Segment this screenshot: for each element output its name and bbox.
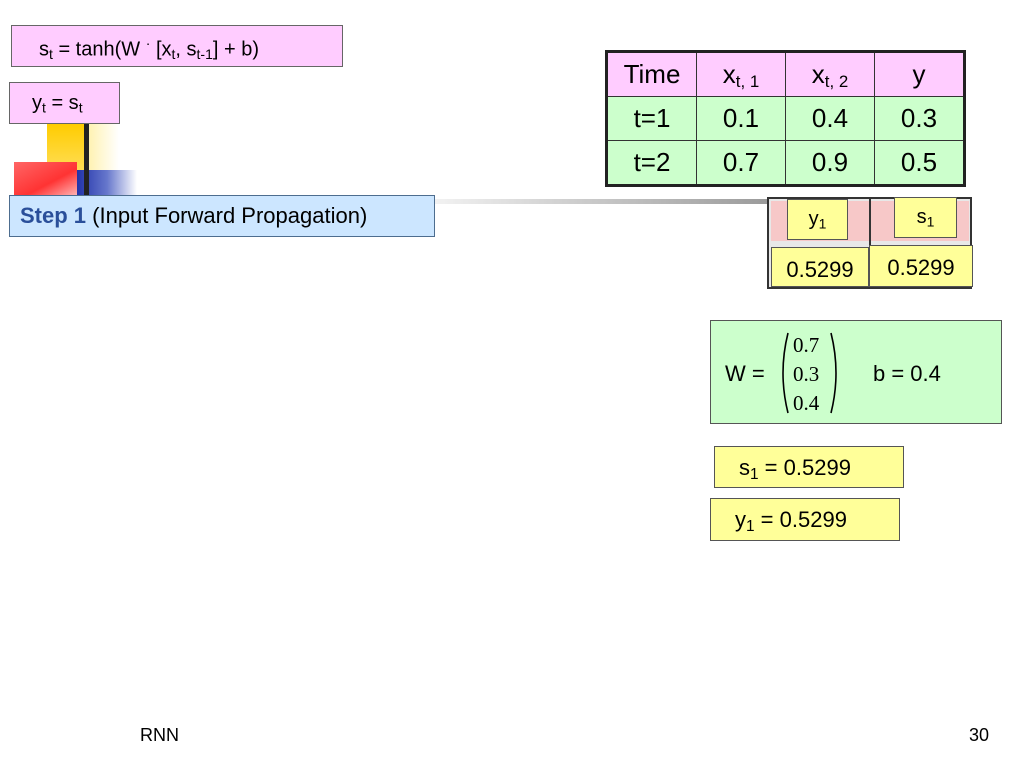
header-x2-text: x [811,59,825,89]
s1-result: s1 = 0.5299 [714,446,904,488]
state-eq-comma: , s [175,38,197,61]
state-sprev-sub: t-1 [196,46,213,63]
header-x1-text: x [722,59,736,89]
table-cell: 0.7 [696,140,786,186]
table-cell: t=2 [606,140,697,186]
header-x1-sub: t, 1 [735,72,760,92]
table-row: t=2 0.7 0.9 0.5 [606,140,965,186]
state-var: s [39,38,49,61]
page-number: 30 [969,725,990,745]
parameters-box: W = 0.7 0.3 0.4 b = 0.4 [710,320,1002,424]
output-equation: yt = st [9,82,120,124]
state-equation: st = tanh(W · [xt, st-1] + b) [11,25,343,67]
w-value: 0.3 [793,362,820,386]
table-cell: 0.4 [785,96,875,141]
y1-label-var: y [808,208,819,230]
y1-result: y1 = 0.5299 [710,498,900,541]
header-y-text: y [912,59,926,89]
y1-label-sub: 1 [818,215,827,232]
output-s-sub: t [78,99,83,116]
state-eq-dot: · [145,35,151,51]
input-data-table: Time xt, 1 xt, 2 y t=1 0.1 0.4 0.3 t=2 0… [605,50,966,187]
s1-result-value: = 0.5299 [758,455,851,480]
header-time-text: Time [623,59,681,89]
y1-result-var: y [735,507,746,532]
y1-value: 0.5299 [771,247,869,287]
deco-yellow-fade [89,124,119,174]
s1-label: s1 [894,197,957,238]
state-eq-open: [x [150,38,172,61]
s1-result-sub: 1 [750,465,759,483]
header-x1: xt, 1 [696,51,786,97]
right-paren-icon [830,332,837,414]
output-var-sub: t [42,99,46,116]
table-row: t=1 0.1 0.4 0.3 [606,96,965,141]
state-eq-mid: = tanh(W [52,38,141,61]
table-cell: 0.5 [874,140,965,186]
w-value: 0.4 [793,391,820,415]
header-x2-sub: t, 2 [824,72,849,92]
step-number: Step 1 [20,203,87,228]
y1-result-sub: 1 [746,517,755,535]
divider-rule [435,199,770,204]
output-eq-rest: = s [45,92,79,114]
step-title-bar: Step 1 (Input Forward Propagation) [9,195,435,237]
w-value: 0.7 [793,333,820,357]
state-eq-close: ] + b) [212,38,260,61]
state-var-sub: t [49,46,53,63]
outputs-divider [869,199,871,245]
output-var: y [32,92,42,114]
s1-value: 0.5299 [869,245,973,287]
left-paren-icon [782,332,789,414]
b-label: b = 0.4 [873,361,941,386]
state-x-sub: t [171,46,176,63]
table-cell: t=1 [606,96,697,141]
s1-label-var: s [916,206,927,228]
header-x2: xt, 2 [785,51,875,97]
header-y: y [874,51,965,97]
s1-result-var: s [739,455,750,480]
table-cell: 0.9 [785,140,875,186]
step-description: (Input Forward Propagation) [86,203,368,228]
table-header-row: Time xt, 1 xt, 2 y [606,51,965,97]
deco-vertical-line [84,124,89,195]
table-cell: 0.1 [696,96,786,141]
footer-title: RNN [140,725,179,745]
y1-label: y1 [787,199,848,240]
w-vector: 0.7 0.3 0.4 [793,331,819,418]
deco-red-block [14,162,77,195]
table-cell: 0.3 [874,96,965,141]
s1-label-sub: 1 [926,213,935,230]
header-time: Time [606,51,697,97]
y1-result-value: = 0.5299 [754,507,847,532]
w-label: W = [725,361,765,386]
